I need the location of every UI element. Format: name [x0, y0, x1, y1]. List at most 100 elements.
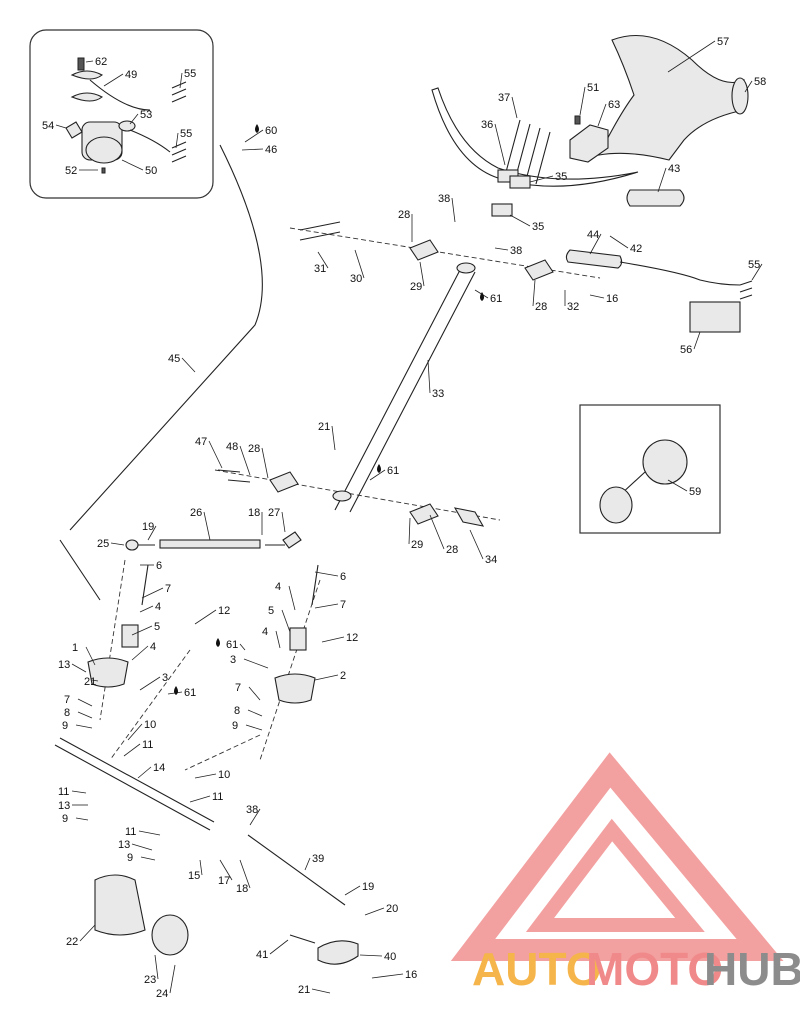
callout-39: 39	[312, 853, 324, 865]
callout-6: 6	[340, 571, 346, 583]
leader-line-5	[131, 625, 153, 636]
callout-50: 50	[145, 165, 157, 177]
callout-1: 1	[72, 642, 78, 654]
leader-line-4	[275, 630, 281, 649]
upper-linkage-centerline	[289, 227, 601, 279]
leader-line-29	[408, 517, 411, 545]
leader-line-12	[194, 609, 217, 625]
callout-25: 25	[97, 538, 109, 550]
leader-line-9	[245, 724, 263, 731]
leader-line-37	[511, 96, 518, 119]
part-50-switch-face	[85, 136, 123, 164]
leader-line-7	[314, 603, 339, 609]
part-49-clamp	[70, 70, 103, 102]
part-59-knob-ball	[642, 439, 688, 485]
logo-word-moto: MOTO	[586, 943, 723, 995]
leader-line-23	[154, 954, 159, 980]
callout-4: 4	[262, 626, 268, 638]
callout-7: 7	[165, 583, 171, 595]
callout-49: 49	[125, 69, 137, 81]
part-5-spacer-left	[121, 624, 139, 648]
switch-inset-frame	[29, 29, 214, 199]
callout-10: 10	[144, 719, 156, 731]
callout-38: 38	[510, 245, 522, 257]
leader-line-42	[609, 235, 629, 249]
callout-11: 11	[142, 739, 153, 751]
callout-16: 16	[606, 293, 618, 305]
leader-line-44	[589, 233, 602, 255]
callout-28: 28	[535, 301, 547, 313]
leader-line-7	[248, 686, 261, 701]
leader-line-21	[331, 425, 336, 451]
callout-56: 56	[680, 344, 692, 356]
callout-8: 8	[234, 705, 240, 717]
callout-13: 13	[58, 800, 70, 812]
leader-line-47	[208, 440, 223, 469]
callout-45: 45	[168, 353, 180, 365]
leader-line-6	[314, 571, 339, 577]
callout-35: 35	[555, 171, 567, 183]
leader-line-21	[311, 988, 331, 994]
leader-line-4	[131, 645, 149, 661]
leader-line-11	[123, 743, 141, 757]
leader-line-41	[269, 939, 289, 955]
part-52-pin	[101, 167, 106, 174]
part-37-bolts	[505, 119, 551, 185]
callout-11: 11	[212, 791, 223, 803]
callout-3: 3	[162, 672, 168, 684]
callout-11: 11	[58, 786, 69, 798]
leader-line-57	[667, 40, 716, 73]
callout-20: 20	[386, 903, 398, 915]
leader-line-45	[181, 357, 196, 373]
part-column-lower-bushing	[332, 490, 352, 502]
callout-13: 13	[58, 659, 70, 671]
callout-28: 28	[398, 209, 410, 221]
leader-line-9	[140, 856, 156, 861]
leader-line-24	[169, 964, 176, 994]
leader-line-1	[85, 646, 96, 666]
leader-line-35	[509, 214, 531, 227]
leader-line-19	[147, 525, 157, 541]
leader-line-3	[139, 676, 161, 691]
callout-63: 63	[608, 99, 620, 111]
part-55-terminals	[739, 280, 753, 300]
callout-2: 2	[340, 670, 346, 682]
leader-line-28	[429, 514, 445, 550]
part-33-column	[334, 269, 476, 513]
logo-triangle-inner	[525, 818, 705, 932]
callout-16: 16	[405, 969, 417, 981]
part-40-steering-arm	[317, 940, 359, 965]
leader-line-18	[239, 859, 251, 889]
oil-drop-icon	[480, 292, 484, 301]
leader-line-11	[189, 795, 211, 803]
callout-61: 61	[184, 687, 196, 699]
callout-7: 7	[235, 682, 241, 694]
part-49-arm	[89, 79, 151, 111]
callout-47: 47	[195, 436, 207, 448]
callout-24: 24	[156, 988, 168, 1000]
part-45-cable	[59, 144, 263, 601]
callout-labels: 1233444455667777889999101011111111121213…	[42, 36, 766, 1000]
leader-line-8	[247, 709, 263, 717]
callout-11: 11	[125, 826, 136, 838]
logo-word-auto: AUTO	[472, 943, 602, 995]
part-55-terminals-inset	[171, 81, 187, 163]
callout-9: 9	[62, 720, 68, 732]
callout-13: 13	[118, 839, 130, 851]
leader-line-40	[359, 954, 383, 957]
callout-12: 12	[346, 632, 358, 644]
part-27-ball-joint	[282, 531, 302, 549]
leader-line-36	[494, 123, 506, 166]
leader-line-2	[314, 674, 339, 681]
leader-line-11	[138, 830, 161, 836]
callout-21: 21	[318, 421, 330, 433]
callout-14: 14	[153, 762, 165, 774]
leader-line-4	[139, 605, 154, 613]
callout-29: 29	[411, 539, 423, 551]
callout-5: 5	[154, 621, 160, 633]
leader-line-59	[667, 479, 688, 492]
leader-line-34	[469, 529, 484, 560]
leader-line-53	[129, 113, 139, 125]
callout-28: 28	[248, 443, 260, 455]
part-6-bolts	[141, 564, 319, 606]
